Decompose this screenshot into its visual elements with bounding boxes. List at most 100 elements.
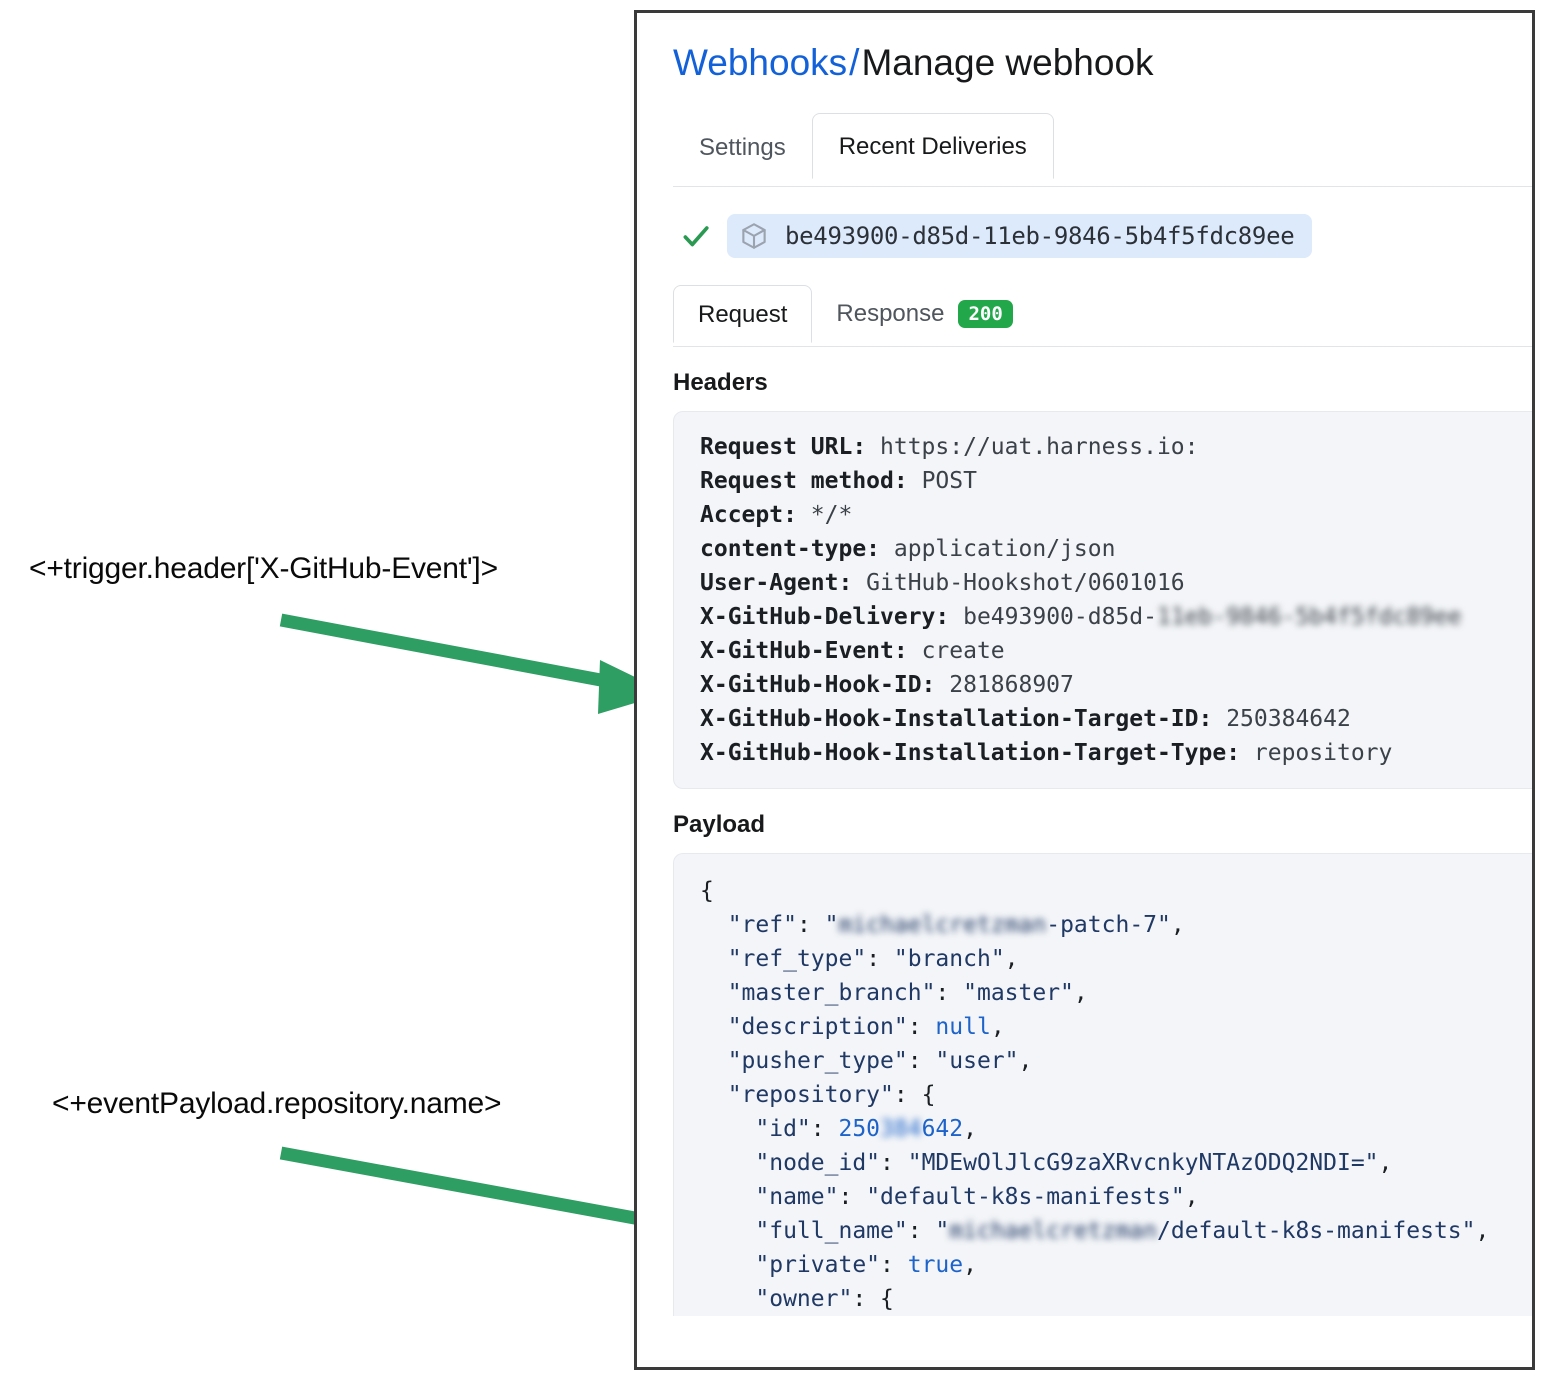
payload-token: 384 (880, 1116, 922, 1143)
payload-token: , (990, 1014, 1005, 1041)
headers-label: Headers (673, 369, 768, 397)
payload-token: michaelcretzman (838, 912, 1047, 939)
header-line: Request method: POST (700, 464, 1532, 498)
annotation-event-payload: <+eventPayload.repository.name> (52, 1087, 502, 1120)
payload-token: { (921, 1082, 936, 1109)
payload-token: "master" (963, 980, 1074, 1007)
payload-line: "ref_type": "branch", (700, 942, 1532, 976)
header-key: X-GitHub-Event: (700, 638, 922, 665)
payload-token: , (1378, 1150, 1393, 1177)
header-key: X-GitHub-Hook-Installation-Target-ID: (700, 706, 1227, 733)
header-value: POST (921, 468, 977, 495)
payload-token: "description" (727, 1014, 908, 1041)
header-line: X-GitHub-Hook-Installation-Target-Type: … (700, 736, 1532, 770)
header-key: Request URL: (700, 434, 881, 461)
payload-line: "master_branch": "master", (700, 976, 1532, 1010)
indent (700, 946, 728, 972)
indent (700, 1184, 755, 1210)
payload-token: 250 (838, 1116, 881, 1143)
payload-token: : (838, 1184, 867, 1211)
header-key: Request method: (700, 468, 922, 495)
header-value: application/json (893, 536, 1116, 563)
tab-recent-deliveries[interactable]: Recent Deliveries (811, 113, 1054, 180)
subtab-response-label: Response (836, 300, 945, 328)
payload-token: "node_id" (755, 1150, 881, 1177)
delivery-row[interactable]: be493900-d85d-11eb-9846-5b4f5fdc89ee (673, 211, 1532, 261)
indent (700, 980, 728, 1006)
breadcrumb-separator: / (849, 42, 860, 83)
breadcrumb-webhooks-link[interactable]: Webhooks (673, 42, 848, 83)
payload-line: "owner": { (700, 1282, 1532, 1316)
payload-token: "MDEwOlJlcG9zaXRvcnkyNTAzODQ2NDI=" (907, 1150, 1379, 1177)
payload-token: "ref" (727, 912, 797, 939)
indent (700, 1218, 755, 1244)
payload-token: "branch" (893, 946, 1005, 973)
payload-token: : (866, 946, 894, 973)
payload-token: "owner" (755, 1286, 853, 1313)
indent (700, 1116, 755, 1142)
cube-icon (739, 221, 769, 251)
payload-token: : (852, 1286, 881, 1313)
annotation-trigger-header: <+trigger.header['X-GitHub-Event']> (29, 552, 498, 585)
payload-token: : (880, 1150, 908, 1177)
header-key: X-GitHub-Hook-Installation-Target-Type: (700, 740, 1254, 767)
payload-line: "repository": { (700, 1078, 1532, 1112)
subtab-response[interactable]: Response 200 (812, 283, 1036, 343)
indent (700, 1252, 755, 1278)
header-value: https://uat.harness.io: (880, 434, 1199, 461)
check-icon (679, 219, 713, 253)
payload-token: , (1073, 980, 1088, 1007)
payload-token: , (1004, 946, 1019, 973)
indent (700, 1048, 728, 1074)
header-value: create (921, 638, 1005, 665)
tab-settings[interactable]: Settings (699, 134, 786, 162)
payload-token: "ref_type" (727, 946, 867, 973)
header-value: 281868907 (949, 672, 1074, 699)
indent (700, 1014, 728, 1040)
payload-token: -patch-7" (1046, 912, 1171, 939)
status-badge: 200 (958, 300, 1013, 329)
payload-token: "user" (935, 1048, 1019, 1075)
payload-line: "ref": "michaelcretzman-patch-7", (700, 908, 1532, 942)
payload-token: , (963, 1252, 977, 1279)
header-line: content-type: application/json (700, 532, 1532, 566)
payload-token: " (824, 912, 839, 939)
payload-label: Payload (673, 811, 766, 839)
payload-token: " (935, 1218, 950, 1245)
payload-token: , (1475, 1218, 1490, 1245)
payload-token: : (796, 912, 825, 939)
payload-token: : (810, 1116, 839, 1143)
headers-code-block: Request URL: https://uat.harness.io:Requ… (673, 411, 1532, 790)
payload-token: : (907, 1048, 936, 1075)
payload-line: "pusher_type": "user", (700, 1044, 1532, 1078)
payload-token: "full_name" (755, 1218, 908, 1245)
header-key: X-GitHub-Delivery: (700, 604, 964, 631)
payload-line: "name": "default-k8s-manifests", (700, 1180, 1532, 1214)
payload-line: "full_name": "michaelcretzman/default-k8… (700, 1214, 1532, 1248)
payload-token: : (907, 1218, 936, 1245)
request-response-tabs: Request Response 200 (673, 283, 1532, 348)
payload-token: , (1170, 912, 1185, 939)
header-line: X-GitHub-Hook-Installation-Target-ID: 25… (700, 702, 1532, 736)
payload-token: { (700, 878, 714, 905)
payload-token: "repository" (727, 1082, 894, 1109)
header-line: Request URL: https://uat.harness.io: (700, 430, 1532, 464)
payload-token: null (935, 1014, 991, 1041)
payload-code-block: { "ref": "michaelcretzman-patch-7", "ref… (673, 853, 1532, 1317)
payload-token: , (1184, 1184, 1199, 1211)
payload-token: , (1018, 1048, 1033, 1075)
header-key: Accept: (700, 502, 811, 529)
payload-token: true (907, 1252, 964, 1279)
header-line: User-Agent: GitHub-Hookshot/0601016 (700, 566, 1532, 600)
payload-line: "description": null, (700, 1010, 1532, 1044)
delivery-id-pill[interactable]: be493900-d85d-11eb-9846-5b4f5fdc89ee (727, 214, 1313, 259)
subtab-request[interactable]: Request (673, 285, 813, 344)
payload-line: "id": 250384642, (700, 1112, 1532, 1146)
header-key: User-Agent: (700, 570, 867, 597)
payload-token: : (880, 1252, 908, 1279)
header-line: X-GitHub-Delivery: be493900-d85d-11eb-98… (700, 600, 1532, 634)
header-value: repository (1253, 740, 1393, 767)
payload-token: : (893, 1082, 922, 1109)
header-key: X-GitHub-Hook-ID: (700, 672, 950, 699)
